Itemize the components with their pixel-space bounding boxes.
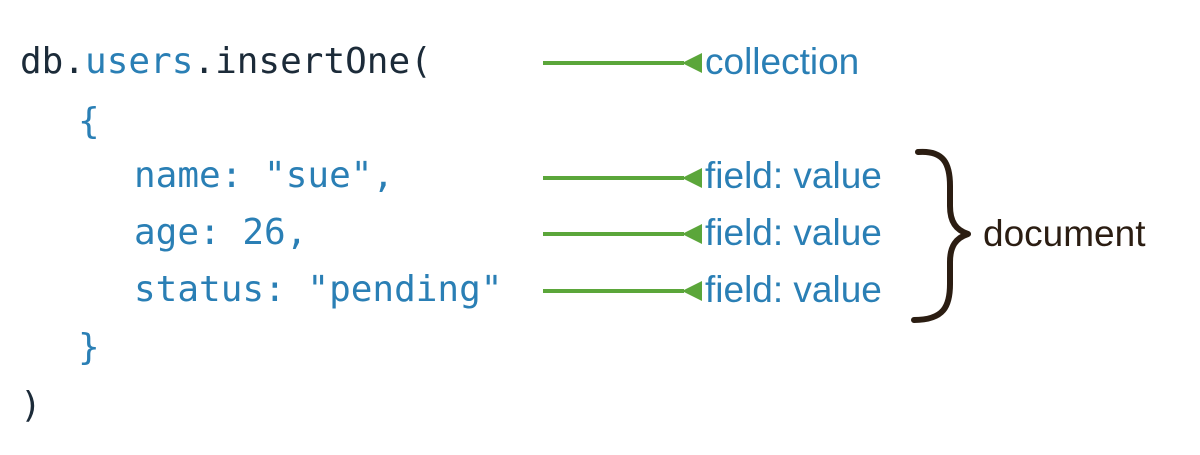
code-line-insertone: db.users.insertOne( xyxy=(20,44,432,80)
collection-label: collection xyxy=(705,41,860,82)
field-value-label-1: field: value xyxy=(705,155,882,196)
code-field-name: name: "sue", xyxy=(134,155,395,196)
field-value-label-3: field: value xyxy=(705,269,882,310)
code-insert-method: .insertOne( xyxy=(193,41,432,82)
code-collection-name: users xyxy=(85,41,194,82)
right-curly-brace-icon xyxy=(911,148,971,323)
field-value-label-2: field: value xyxy=(705,212,882,253)
code-db: db. xyxy=(20,41,86,82)
code-field-status: status: "pending" xyxy=(134,269,503,310)
document-label: document xyxy=(983,213,1146,254)
code-close-brace: } xyxy=(78,327,100,368)
code-field-age: age: 26, xyxy=(134,212,308,253)
code-close-paren: ) xyxy=(20,385,42,426)
code-open-brace: { xyxy=(78,101,100,142)
